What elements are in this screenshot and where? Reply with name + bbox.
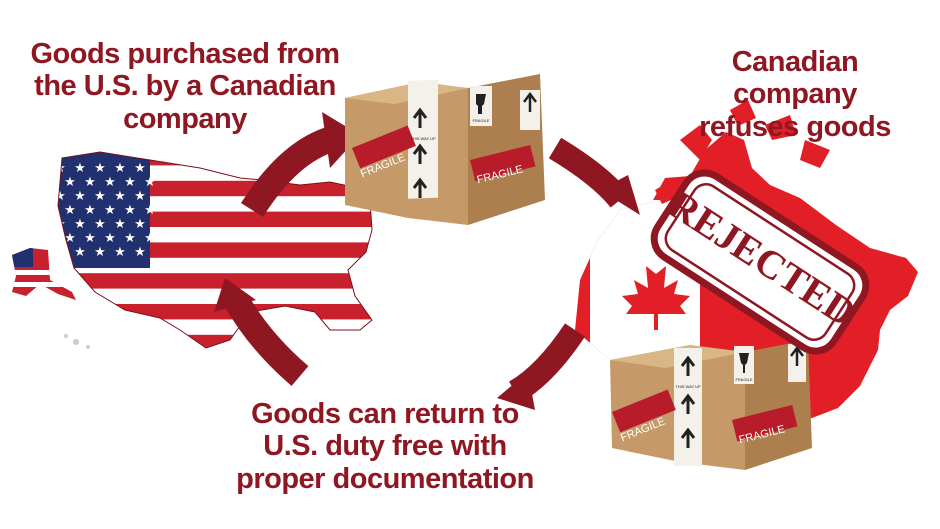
- up-arrow-icon: [680, 355, 696, 376]
- svg-text:★: ★: [114, 245, 126, 260]
- svg-text:★: ★: [104, 231, 116, 246]
- svg-text:★: ★: [134, 245, 146, 260]
- svg-text:★: ★: [144, 203, 156, 218]
- up-arrow-icon: [412, 143, 428, 164]
- svg-text:★: ★: [54, 245, 66, 260]
- svg-text:★: ★: [124, 231, 136, 246]
- svg-text:★: ★: [114, 217, 126, 232]
- svg-text:★: ★: [94, 245, 106, 260]
- curved-arrow: [548, 137, 640, 215]
- up-arrow-icon: [790, 345, 804, 366]
- svg-text:★: ★: [104, 203, 116, 218]
- wineglass-icon: [739, 353, 749, 373]
- up-arrow-icon: [412, 177, 428, 198]
- caption-return-duty-free: Goods can return to U.S. duty free with …: [236, 398, 534, 495]
- wineglass-icon: [476, 94, 486, 114]
- svg-text:★: ★: [104, 175, 116, 190]
- svg-text:★: ★: [64, 231, 76, 246]
- caption-goods-purchased: Goods purchased from the U.S. by a Canad…: [30, 38, 340, 135]
- up-arrow-icon: [523, 91, 537, 112]
- svg-text:★: ★: [134, 217, 146, 232]
- svg-text:★: ★: [84, 231, 96, 246]
- curved-arrow: [214, 278, 309, 386]
- box-label-this-way-up: THIS WAY UP: [410, 136, 436, 141]
- box-label-small-fragile: FRAGILE: [735, 377, 752, 382]
- svg-text:★: ★: [94, 189, 106, 204]
- svg-text:★: ★: [94, 161, 106, 176]
- box-label-this-way-up: THIS WAY UP: [675, 384, 701, 389]
- svg-text:★: ★: [114, 189, 126, 204]
- svg-text:★: ★: [74, 217, 86, 232]
- package-box: [610, 340, 812, 470]
- svg-text:★: ★: [84, 203, 96, 218]
- curved-arrow: [241, 112, 360, 218]
- svg-text:★: ★: [124, 175, 136, 190]
- svg-text:★: ★: [54, 161, 66, 176]
- maple-leaf-icon: [622, 258, 690, 330]
- svg-text:★: ★: [144, 231, 156, 246]
- usa-flag-map: ★★★★★★★★★★★★★★★★★★★★★★★★★★★★★★★★★★★: [12, 151, 373, 349]
- up-arrow-icon: [680, 393, 696, 414]
- svg-text:★: ★: [64, 175, 76, 190]
- curved-arrow: [497, 323, 585, 410]
- svg-text:★: ★: [134, 189, 146, 204]
- svg-text:★: ★: [74, 189, 86, 204]
- svg-text:★: ★: [64, 203, 76, 218]
- svg-text:★: ★: [114, 161, 126, 176]
- package-box: [345, 74, 545, 225]
- svg-text:★: ★: [94, 217, 106, 232]
- svg-text:★: ★: [124, 203, 136, 218]
- caption-company-refuses: Canadian company refuses goods: [699, 46, 891, 143]
- svg-text:★: ★: [144, 175, 156, 190]
- svg-text:★: ★: [54, 189, 66, 204]
- svg-text:★: ★: [74, 161, 86, 176]
- up-arrow-icon: [412, 107, 428, 128]
- svg-text:★: ★: [74, 245, 86, 260]
- box-label-small-fragile: FRAGILE: [472, 118, 489, 123]
- rejected-stamp: [650, 169, 870, 355]
- svg-text:★: ★: [134, 161, 146, 176]
- svg-text:★: ★: [84, 175, 96, 190]
- up-arrow-icon: [680, 427, 696, 448]
